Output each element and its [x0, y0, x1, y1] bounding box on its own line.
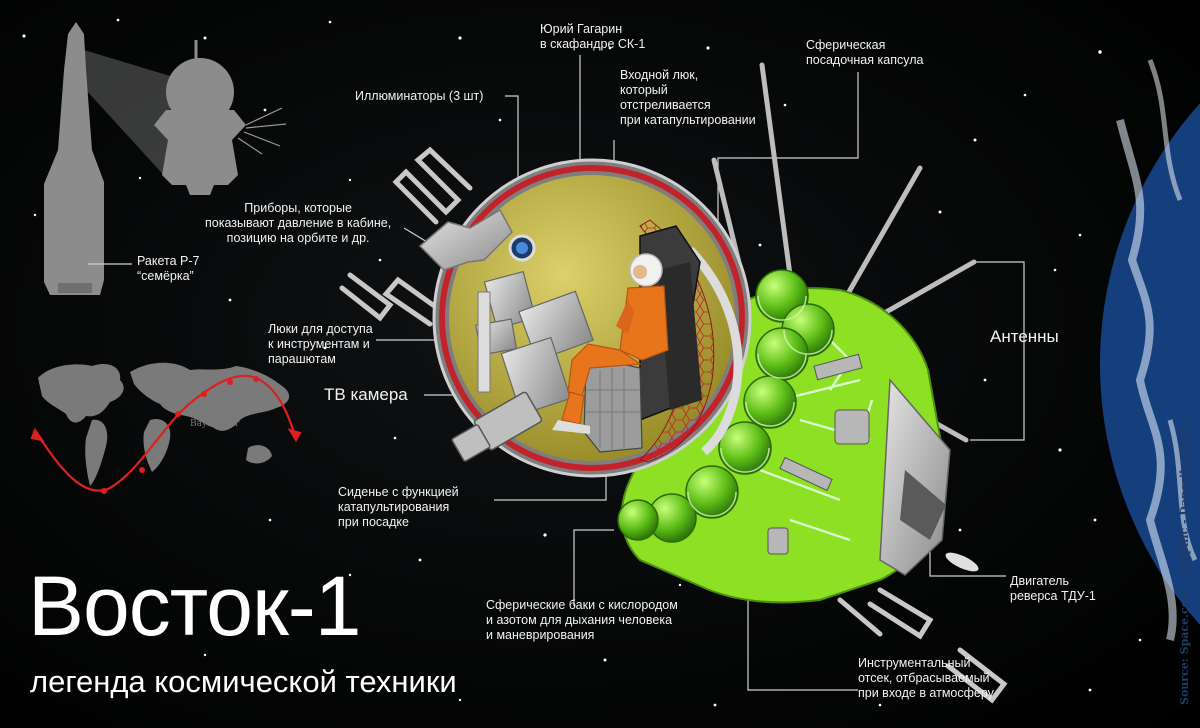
- label-ejection-seat: Сиденье с функцией катапультирования при…: [338, 485, 459, 529]
- label-instrument-module: Инструментальный отсек, отбрасываемый пр…: [858, 656, 994, 700]
- baykonour-label: Baykonour: [190, 419, 240, 429]
- label-retro-engine: Двигатель реверса ТДУ-1: [1010, 574, 1096, 603]
- spherical-tanks: [617, 269, 835, 543]
- earth-horizon: [1100, 59, 1200, 641]
- label-gagarin: Юрий Гагарин в скафандре СК-1: [540, 22, 646, 51]
- label-tv-camera: ТВ камера: [324, 385, 408, 404]
- ejection-seat: [583, 225, 702, 453]
- antennas: [711, 62, 977, 443]
- cosmonaut-gagarin: [552, 253, 669, 434]
- vostok-silhouette: [154, 40, 287, 195]
- label-instruments: Приборы, которые показывают давление в к…: [205, 201, 392, 245]
- coil-antennas: [339, 146, 1008, 704]
- label-descent-sphere: Сферическая посадочная капсула: [806, 38, 924, 67]
- cabin-interior: [418, 208, 594, 462]
- source-credit: Source: Space.com / Graphic - Dancsik An…: [1178, 422, 1191, 705]
- subtitle: легенда космической техники: [30, 664, 457, 699]
- orbit-markers: [101, 376, 259, 494]
- label-spherical-tanks: Сферические баки с кислородом и азотом д…: [486, 598, 678, 642]
- label-antennas: Антенны: [990, 327, 1059, 346]
- label-r7-rocket: Ракета Р-7 “семёрка”: [137, 254, 200, 283]
- r7-rocket-silhouette: [44, 22, 170, 295]
- label-portholes: Иллюминаторы (3 шт): [355, 89, 484, 103]
- orbit-path: [30, 374, 302, 492]
- main-title: Восток-1: [28, 559, 361, 653]
- label-entry-hatch: Входной люк, который отстреливается при …: [620, 68, 756, 127]
- label-access-hatches: Люки для доступа к инструментам и парашю…: [268, 322, 373, 366]
- world-map: [38, 362, 290, 486]
